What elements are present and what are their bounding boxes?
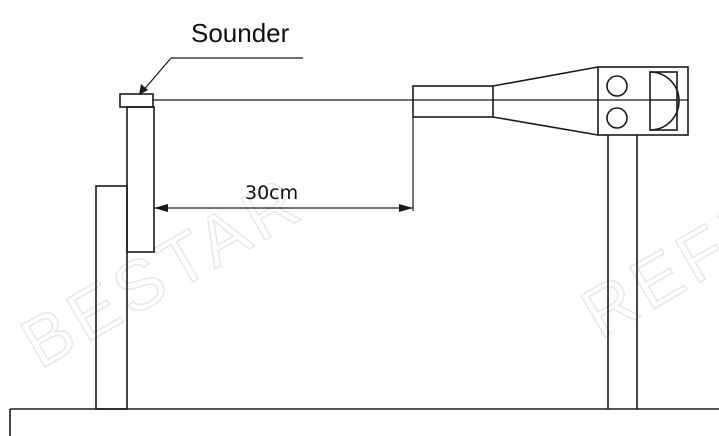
watermark-right: REFER xyxy=(569,152,719,353)
sound-level-meter xyxy=(412,66,689,136)
meter-knob-bottom xyxy=(606,107,628,129)
meter-knob-top xyxy=(606,75,628,97)
distance-label: 30cm xyxy=(245,182,298,204)
dimension-arrow-right xyxy=(399,204,413,212)
meter-microphone xyxy=(412,85,494,118)
distance-dimension xyxy=(154,117,414,212)
meter-display xyxy=(649,71,678,131)
sounder-holder-plate xyxy=(126,106,155,253)
sounder-device xyxy=(119,93,154,108)
meter-body xyxy=(597,66,689,136)
meter-stand xyxy=(607,135,638,409)
dimension-arrow-left xyxy=(154,204,168,212)
meter-display-arc xyxy=(649,71,680,131)
sounder-leader xyxy=(139,57,303,95)
base-table xyxy=(9,408,719,436)
sounder-label: Sounder xyxy=(191,18,290,48)
